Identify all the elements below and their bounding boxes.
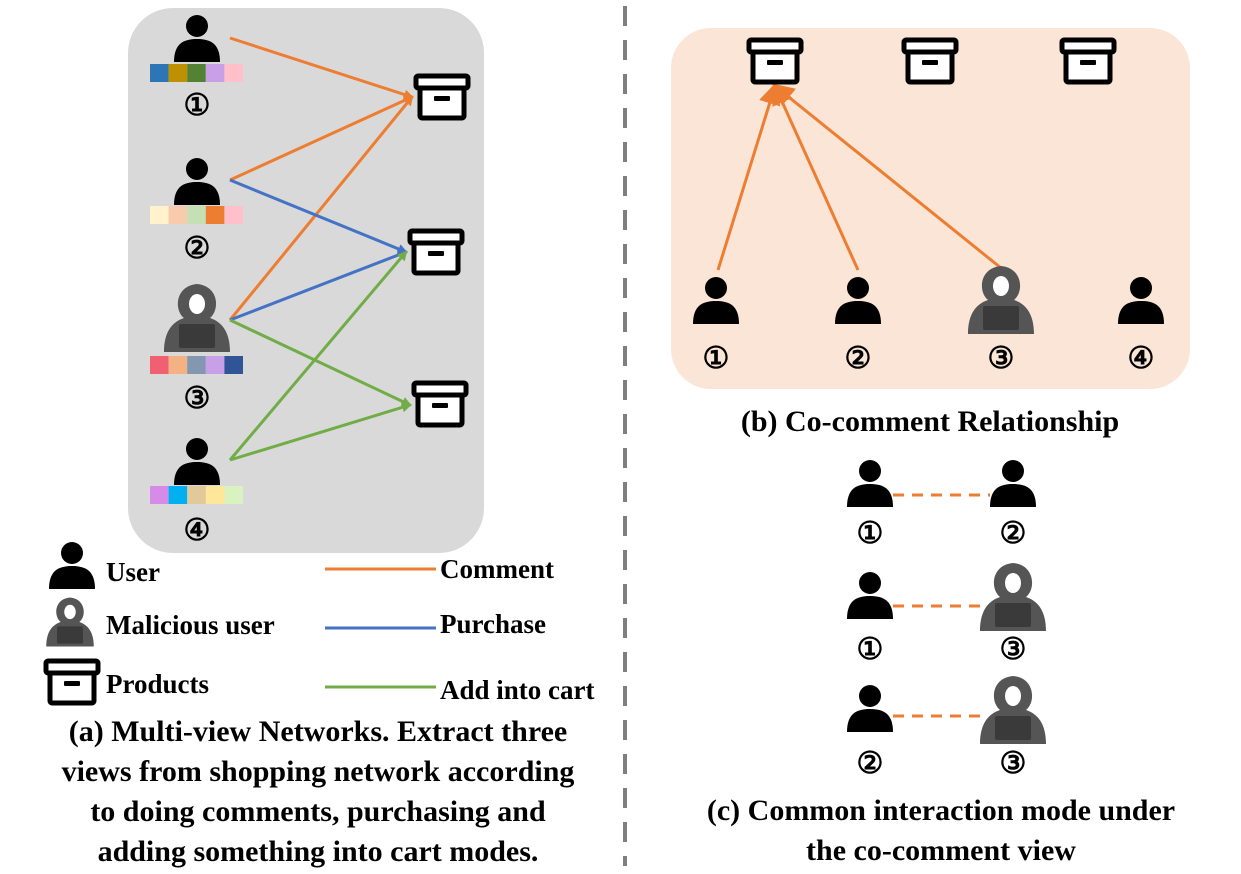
user-icon — [847, 685, 893, 732]
product-icon — [1062, 40, 1114, 82]
feature-swatch — [187, 206, 206, 224]
feature-swatch — [168, 64, 188, 82]
pair-1-left-number: ① — [857, 517, 884, 550]
feature-swatch — [205, 356, 225, 374]
caption-a-line-1: (a) Multi-view Networks. Extract three — [69, 715, 567, 748]
panel-b-edges — [716, 82, 1002, 271]
caption-b: (b) Co-comment Relationship — [741, 405, 1119, 438]
user-icon — [847, 572, 893, 619]
pair-2-left-number: ① — [857, 633, 884, 666]
panel-b-user-4-number: ④ — [1128, 342, 1155, 375]
caption-a-line-3: to doing comments, purchasing and — [90, 795, 546, 828]
panel-b-background — [671, 28, 1190, 389]
pair-3-right-number: ③ — [1000, 747, 1027, 780]
caption-a-line-2: views from shopping network according — [62, 755, 575, 788]
edge-purchase — [229, 250, 408, 322]
legend-products-label: Products — [106, 669, 209, 699]
user-2-swatches — [150, 206, 243, 224]
product-icon — [749, 40, 801, 82]
feature-swatch — [224, 356, 243, 374]
edge-comment — [716, 82, 781, 271]
panel-b-users: ① ② ③ ④ — [693, 266, 1164, 375]
feature-swatch — [224, 486, 243, 504]
product-icon — [416, 76, 468, 118]
feature-swatch — [168, 206, 188, 224]
feature-swatch — [168, 486, 188, 504]
legend-product-icon — [46, 661, 98, 703]
user-3-swatches — [150, 356, 243, 374]
product-icon — [410, 231, 462, 273]
feature-swatch — [224, 64, 243, 82]
legend-user-label: User — [106, 557, 160, 587]
panel-a-edges — [228, 36, 414, 462]
malicious-user-icon — [980, 676, 1046, 744]
edge-cart — [229, 402, 412, 462]
edge-comment — [772, 82, 860, 271]
feature-swatch — [150, 356, 169, 374]
legend-comment-label: Comment — [440, 554, 554, 584]
feature-swatch — [187, 64, 206, 82]
edge-cart — [229, 318, 412, 407]
user-icon — [990, 460, 1036, 507]
legend: User Malicious user Products Comment Pur… — [46, 542, 595, 705]
edge-comment — [229, 36, 414, 100]
legend-malicious-label: Malicious user — [106, 610, 275, 640]
pair-1-right-number: ② — [1000, 517, 1027, 550]
edge-purchase — [229, 178, 408, 254]
product-icon — [904, 40, 956, 82]
panel-a-users: ① ② ③ ④ — [150, 15, 243, 547]
feature-swatch — [187, 356, 206, 374]
user-2-number: ② — [184, 232, 211, 265]
legend-user-icon — [49, 542, 95, 589]
panel-b-user-2-number: ② — [845, 342, 872, 375]
panel-a-caption: (a) Multi-view Networks. Extract three v… — [62, 715, 575, 868]
panel-c-pairs: ① ② ① ③ ② ③ — [847, 460, 1046, 780]
user-4-number: ④ — [184, 514, 211, 547]
caption-c-line-1: (c) Common interaction mode under — [707, 794, 1175, 827]
edge-cart — [228, 250, 408, 461]
panel-b-user-3-number: ③ — [988, 342, 1015, 375]
legend-malicious-icon — [46, 597, 94, 647]
feature-swatch — [168, 356, 188, 374]
feature-swatch — [205, 486, 225, 504]
edge-comment — [228, 95, 414, 321]
user-icon — [847, 460, 893, 507]
user-3-number: ③ — [184, 382, 211, 415]
feature-swatch — [187, 486, 206, 504]
pair-2-right-number: ③ — [1000, 633, 1027, 666]
feature-swatch — [205, 206, 225, 224]
legend-purchase-label: Purchase — [440, 609, 546, 639]
edge-comment — [771, 83, 1002, 270]
user-1-number: ① — [184, 89, 211, 122]
pair-3-left-number: ② — [857, 747, 884, 780]
malicious-user-icon — [980, 563, 1046, 631]
user-1-swatches — [150, 64, 243, 82]
caption-a-line-4: adding something into cart modes. — [98, 835, 539, 868]
panel-a-background — [128, 8, 484, 553]
feature-swatch — [150, 64, 169, 82]
panel-b-user-1-number: ① — [703, 342, 730, 375]
panel-c-caption: (c) Common interaction mode under the co… — [707, 794, 1175, 867]
feature-swatch — [205, 64, 225, 82]
feature-swatch — [150, 206, 169, 224]
caption-c-line-2: the co-comment view — [806, 834, 1076, 867]
legend-cart-label: Add into cart — [440, 675, 595, 705]
edge-comment — [229, 95, 414, 182]
feature-swatch — [150, 486, 169, 504]
user-4-swatches — [150, 486, 243, 504]
feature-swatch — [224, 206, 243, 224]
product-icon — [414, 383, 466, 425]
